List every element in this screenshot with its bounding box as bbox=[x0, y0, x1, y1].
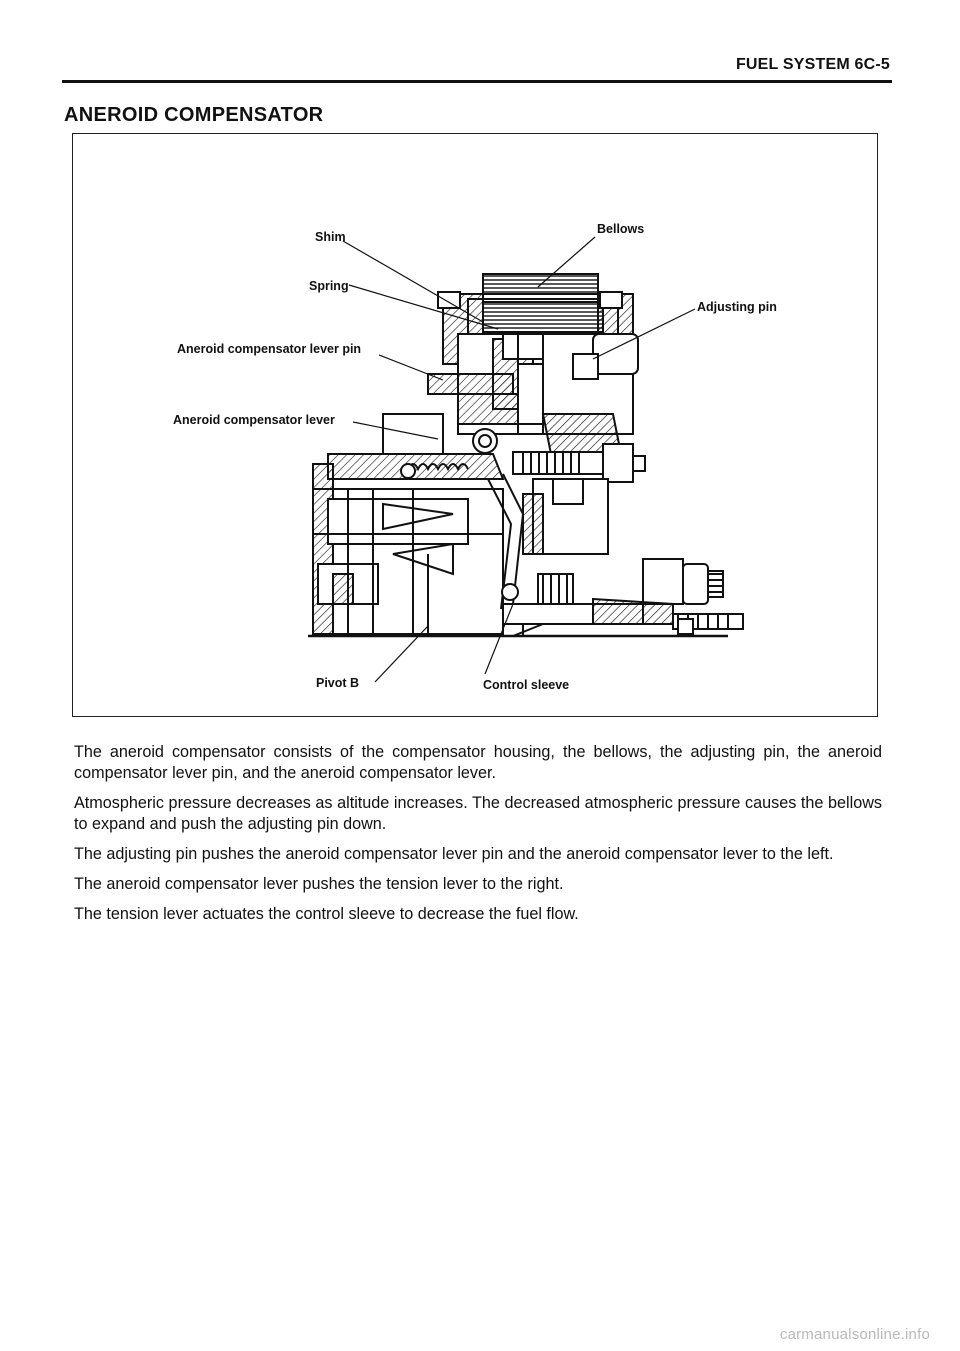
callout-lever: Aneroid compensator lever bbox=[173, 413, 335, 427]
aneroid-compensator-diagram bbox=[308, 236, 744, 683]
paragraph: The adjusting pin pushes the aneroid com… bbox=[74, 845, 834, 863]
callout-spring: Spring bbox=[309, 279, 349, 293]
callout-pivot-b: Pivot B bbox=[316, 676, 360, 690]
body-text: The aneroid compensator consists of the … bbox=[74, 742, 882, 934]
paragraph: Atmospheric pressure decreases as altitu… bbox=[74, 794, 882, 833]
callout-bellows: Bellows bbox=[597, 222, 645, 236]
footer-watermark[interactable]: carmanualsonline.info bbox=[779, 1326, 930, 1343]
paragraph: The aneroid compensator consists of the … bbox=[74, 743, 882, 782]
callout-lever-pin: Aneroid compensator lever pin bbox=[177, 342, 362, 356]
paragraph: The aneroid compensator lever pushes the… bbox=[74, 875, 564, 893]
paragraph: The tension lever actuates the control s… bbox=[74, 905, 579, 923]
header-rule bbox=[62, 80, 892, 83]
bellows-cap bbox=[482, 273, 599, 295]
section-title: ANEROID COMPENSATOR bbox=[64, 104, 324, 126]
callout-shim: Shim bbox=[315, 230, 346, 244]
page-header: FUEL SYSTEM 6C-5 bbox=[735, 56, 890, 73]
callout-control-sleeve: Control sleeve bbox=[483, 678, 570, 692]
callout-adjusting-pin: Adjusting pin bbox=[697, 300, 777, 314]
figure-frame: Shim Bellows Spring Adjusting pin Aneroi… bbox=[72, 133, 878, 717]
